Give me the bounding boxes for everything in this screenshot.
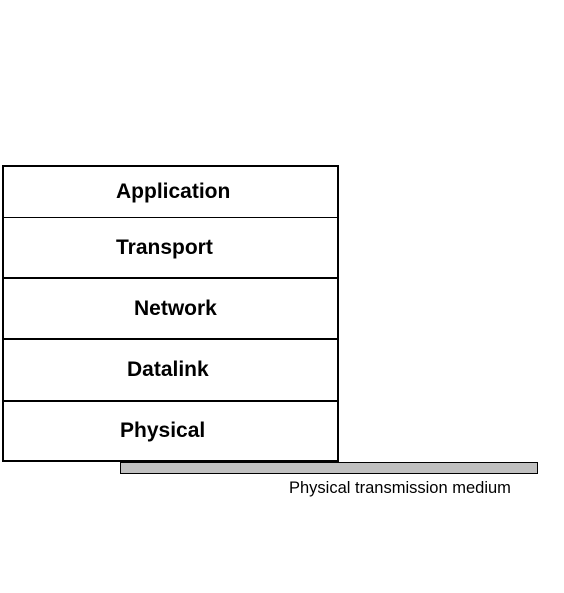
- layer-label: Physical: [120, 419, 206, 442]
- layer-label: Datalink: [127, 358, 209, 381]
- layer-label: Application: [116, 180, 231, 203]
- layer-transport: Transport: [2, 217, 339, 279]
- layer-label: Transport: [116, 235, 213, 259]
- transmission-medium-label: Physical transmission medium: [289, 479, 511, 497]
- layer-datalink: Datalink: [2, 338, 339, 402]
- layer-network: Network: [2, 277, 339, 340]
- layer-physical: Physical: [2, 400, 339, 462]
- transmission-medium-bar: [120, 462, 538, 474]
- layer-application: Application: [2, 165, 339, 219]
- layer-label: Network: [134, 296, 217, 320]
